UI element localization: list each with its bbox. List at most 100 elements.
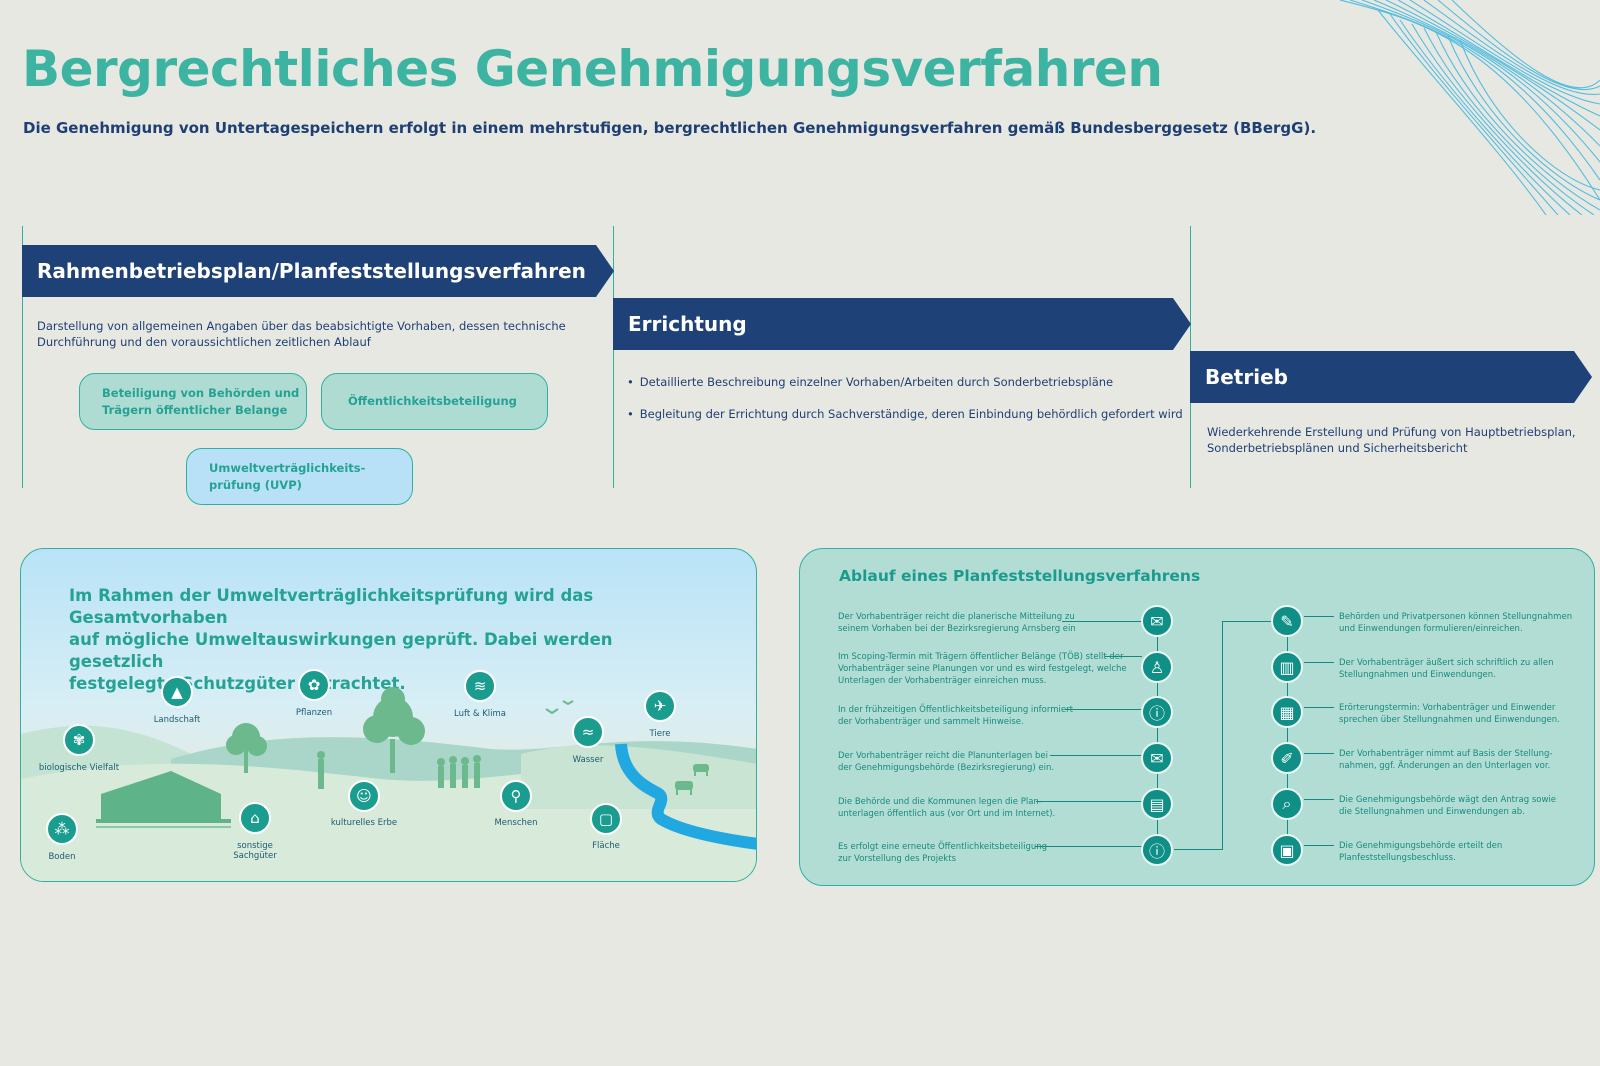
uvp-label: Luft & Klima bbox=[454, 709, 506, 719]
document-search-icon: ⌕ bbox=[1271, 788, 1303, 820]
process-panel: Ablauf eines Planfeststellungsverfahrens… bbox=[799, 548, 1595, 886]
step-connector bbox=[1304, 753, 1334, 754]
browser-icon: ▤ bbox=[1141, 788, 1173, 820]
uvp-label: kulturelles Erbe bbox=[330, 818, 398, 828]
biodiversity-icon: ✾ bbox=[63, 724, 95, 756]
uvp-label: Menschen bbox=[494, 818, 538, 828]
pill-label: Beteiligung von Behörden und bbox=[102, 385, 300, 400]
clipboard-pen-icon: ✎ bbox=[1271, 605, 1303, 637]
sprout-icon: ✿ bbox=[298, 669, 330, 701]
step-text-line: Vorhabenträger seine Planungen vor und e… bbox=[838, 664, 1127, 674]
bullet-item: Begleitung der Errichtung durch Sachvers… bbox=[627, 407, 1183, 421]
step-text-line: Der Vorhabenträger reicht die Planunterl… bbox=[838, 751, 1049, 761]
pill-label: Öffentlichkeitsbeteiligung bbox=[348, 394, 517, 408]
right-timeline bbox=[1287, 624, 1288, 854]
pill-label: prüfung (UVP) bbox=[209, 477, 302, 492]
soil-icon: ⁂ bbox=[46, 813, 78, 845]
step-connector bbox=[1065, 709, 1142, 710]
process-step-left-2: Im Scoping-Termin mit Trägern öffentlich… bbox=[838, 651, 1127, 687]
pill-oeffentlichkeitsbeteiligung: Öffentlichkeitsbeteiligung bbox=[321, 373, 548, 430]
wind-icon: ≋ bbox=[464, 670, 496, 702]
step-text-line: Der Vorhabenträger reicht die planerisch… bbox=[838, 612, 1075, 622]
uvp-label-line: sonstige bbox=[237, 841, 273, 851]
step-text-line: Im Scoping-Termin mit Trägern öffentlich… bbox=[838, 652, 1124, 662]
step-text-line: der Genehmigungsbehörde (Bezirksregierun… bbox=[838, 763, 1055, 773]
step-text-line: die Stellungnahmen und Einwendungen ab. bbox=[1339, 807, 1525, 817]
document-info-icon: ⓘ bbox=[1141, 696, 1173, 728]
step-text-line: Erörterungstermin: Vorhabenträger und Ei… bbox=[1339, 703, 1556, 713]
book-icon: ▥ bbox=[1271, 651, 1303, 683]
uvp-label: Landschaft bbox=[153, 715, 201, 725]
phase-description: Darstellung von allgemeinen Angaben über… bbox=[37, 318, 597, 350]
phase-banner-rahmenbetriebsplan: Rahmenbetriebsplan/Planfeststellungsverf… bbox=[22, 245, 614, 297]
step-text-line: nahmen, ggf. Änderungen an den Unterlage… bbox=[1339, 761, 1551, 771]
phase-divider-1 bbox=[22, 226, 23, 488]
step-text-line: Der Vorhabenträger nimmt auf Basis der S… bbox=[1339, 749, 1553, 759]
process-step-left-6: Es erfolgt eine erneute Öffentlichkeitsb… bbox=[838, 841, 1047, 865]
step-connector bbox=[1035, 846, 1142, 847]
step-text-line: Unterlagen der Vorhabenträger einreichen… bbox=[838, 676, 1047, 686]
phase-title: Rahmenbetriebsplan/Planfeststellungsverf… bbox=[37, 259, 586, 283]
step-text-line: zur Vorstellung des Projekts bbox=[838, 854, 956, 864]
uvp-label: Pflanzen bbox=[295, 708, 333, 718]
step-text-line: Die Genehmigungsbehörde erteilt den bbox=[1339, 841, 1503, 851]
bridge-connector-bottom bbox=[1174, 849, 1223, 850]
waves-icon: ≈ bbox=[572, 716, 604, 748]
step-text-line: der Vorhabenträger und sammelt Hinweise. bbox=[838, 717, 1024, 727]
uvp-label-line: Sachgüter bbox=[233, 851, 277, 861]
step-text-line: unterlagen öffentlich aus (vor Ort und i… bbox=[838, 809, 1056, 819]
uvp-label: Wasser bbox=[572, 755, 604, 765]
phase-divider-2 bbox=[613, 226, 614, 488]
step-text-line: In der frühzeitigen Öffentlichkeitsbetei… bbox=[838, 705, 1073, 715]
step-connector bbox=[1304, 799, 1334, 800]
process-step-right-1: Behörden und Privatpersonen können Stell… bbox=[1339, 611, 1572, 635]
step-connector bbox=[1304, 845, 1334, 846]
uvp-label: Fläche bbox=[592, 841, 620, 851]
step-connector bbox=[1062, 621, 1142, 622]
page-subtitle: Die Genehmigung von Untertagespeichern e… bbox=[23, 119, 1317, 137]
phase-description-line: Durchführung und den voraussichtlichen z… bbox=[37, 335, 371, 349]
phase-description-line: Wiederkehrende Erstellung und Prüfung vo… bbox=[1207, 425, 1576, 439]
step-text-line: sprechen über Stellungnahmen und Einwend… bbox=[1339, 715, 1560, 725]
document-stamp-icon: ▣ bbox=[1271, 834, 1303, 866]
process-step-right-4: Der Vorhabenträger nimmt auf Basis der S… bbox=[1339, 748, 1552, 772]
uvp-label: Tiere bbox=[649, 729, 671, 739]
process-step-right-6: Die Genehmigungsbehörde erteilt den Plan… bbox=[1339, 840, 1502, 864]
decorative-wave-lines bbox=[1340, 0, 1600, 215]
uvp-intro-line: Im Rahmen der Umweltverträglichkeitsprüf… bbox=[69, 586, 594, 627]
phase-banner-betrieb: Betrieb bbox=[1190, 351, 1592, 403]
bullet-item: Detaillierte Beschreibung einzelner Vorh… bbox=[627, 375, 1113, 389]
pill-label: Trägern öffentlicher Belange bbox=[102, 402, 288, 417]
step-text-line: Die Behörde und die Kommunen legen die P… bbox=[838, 797, 1042, 807]
step-connector bbox=[1304, 662, 1334, 663]
inbox-icon: ✉ bbox=[1141, 605, 1173, 637]
bird-icon: ✈ bbox=[644, 690, 676, 722]
process-step-right-2: Der Vorhabenträger äußert sich schriftli… bbox=[1339, 657, 1554, 681]
uvp-panel: Im Rahmen der Umweltverträglichkeitsprüf… bbox=[20, 548, 757, 882]
process-title: Ablauf eines Planfeststellungsverfahrens bbox=[839, 567, 1201, 585]
step-text-line: Stellungnahmen und Einwendungen. bbox=[1339, 670, 1496, 680]
step-text-line: Der Vorhabenträger äußert sich schriftli… bbox=[1339, 658, 1554, 668]
phase-title: Betrieb bbox=[1205, 365, 1288, 389]
speaker-podium-icon: ♙ bbox=[1141, 651, 1173, 683]
process-step-right-5: Die Genehmigungsbehörde wägt den Antrag … bbox=[1339, 794, 1556, 818]
step-text-line: Die Genehmigungsbehörde wägt den Antrag … bbox=[1339, 795, 1556, 805]
phase-description: Wiederkehrende Erstellung und Prüfung vo… bbox=[1207, 424, 1587, 456]
inbox-icon: ✉ bbox=[1141, 742, 1173, 774]
uvp-label: Boden bbox=[48, 852, 76, 862]
map-pen-icon: ✐ bbox=[1271, 742, 1303, 774]
process-step-left-5: Die Behörde und die Kommunen legen die P… bbox=[838, 796, 1055, 820]
step-connector bbox=[1304, 616, 1334, 617]
step-connector bbox=[1036, 801, 1142, 802]
house-icon: ⌂ bbox=[239, 802, 271, 834]
phase-description-line: Sonderbetriebsplänen und Sicherheitsberi… bbox=[1207, 441, 1468, 455]
pill-uvp: Umweltverträglichkeits- prüfung (UVP) bbox=[186, 448, 413, 505]
pill-label: Umweltverträglichkeits- bbox=[209, 460, 366, 475]
process-step-left-3: In der frühzeitigen Öffentlichkeitsbetei… bbox=[838, 704, 1073, 728]
square-icon: ▢ bbox=[590, 803, 622, 835]
step-text-line: und Einwendungen formulieren/einreichen. bbox=[1339, 624, 1523, 634]
step-text-line: Es erfolgt eine erneute Öffentlichkeitsb… bbox=[838, 842, 1048, 852]
mountain-icon: ▲ bbox=[161, 676, 193, 708]
uvp-label: biologische Vielfalt bbox=[38, 763, 120, 773]
step-text-line: Behörden und Privatpersonen können Stell… bbox=[1339, 612, 1573, 622]
